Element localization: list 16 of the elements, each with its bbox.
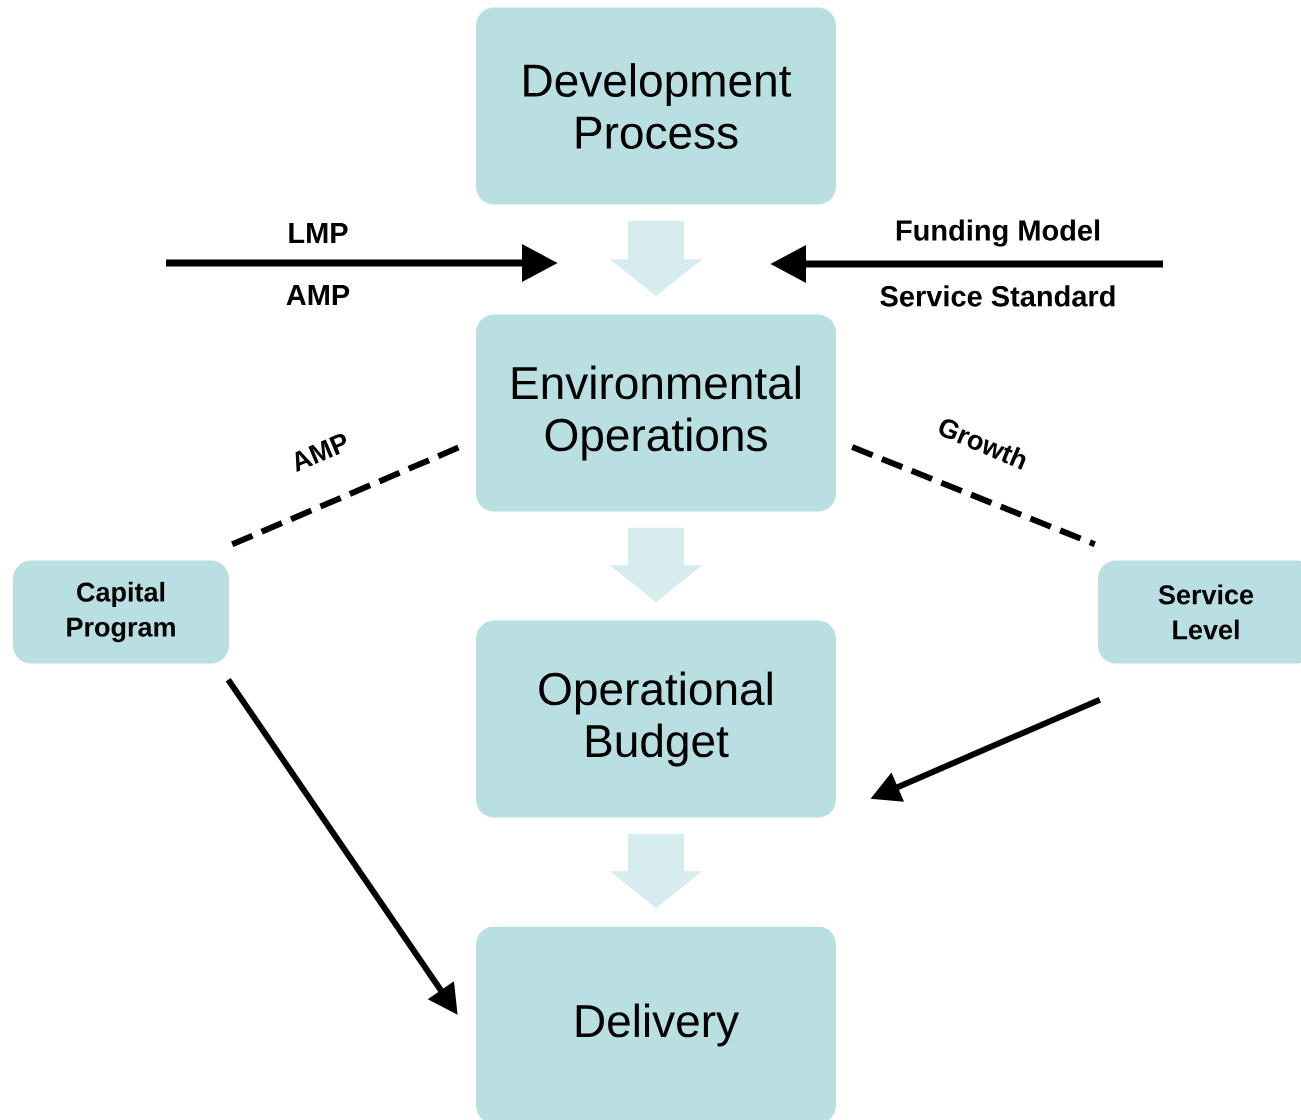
process-box: Environmental Operations	[476, 314, 836, 512]
process-box: Development Process	[476, 7, 836, 205]
edge-label: AMP	[287, 430, 353, 474]
arrow-label: AMP	[286, 285, 350, 305]
process-box: Operational Budget	[476, 620, 836, 818]
flow-arrow	[610, 527, 702, 603]
arrow-label: Service Standard	[880, 285, 1115, 307]
dashed-line	[851, 444, 1096, 548]
process-box: Capital Program	[13, 560, 229, 664]
process-box: Service Level	[1098, 560, 1301, 664]
process-box: Delivery	[476, 926, 836, 1120]
flow-arrow	[610, 833, 702, 909]
arrow-label: LMP	[289, 223, 348, 243]
flow-arrow	[610, 220, 702, 297]
dashed-line	[231, 444, 461, 548]
arrow-label: Funding Model	[896, 219, 1100, 247]
